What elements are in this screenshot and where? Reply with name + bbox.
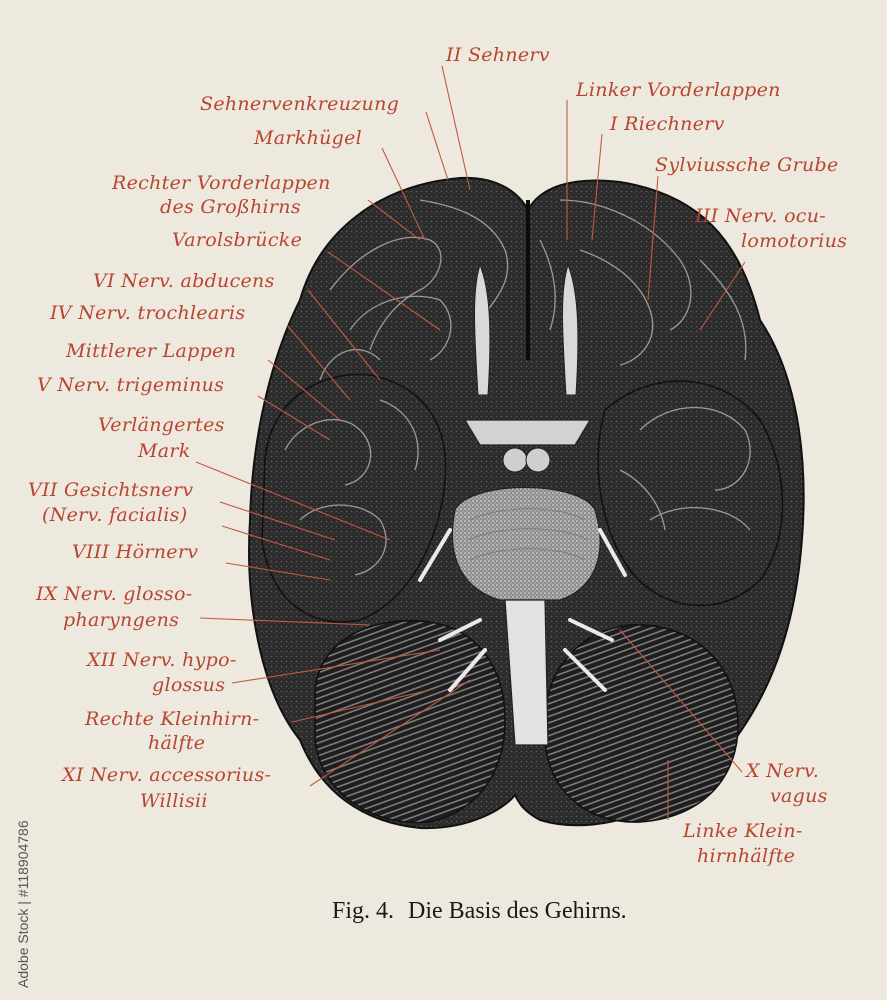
label-rechte-kleinhirnhaelfte: Rechte Kleinhirn- [85, 708, 260, 730]
leader-line [286, 324, 351, 401]
label-hypoglossus-2: glossus [152, 674, 226, 696]
label-verlaengertes-mark: Verlängertes [98, 414, 225, 436]
leader-line [367, 199, 421, 241]
label-hoernerv: VIII Hörnerv [72, 541, 199, 563]
label-glossopharyngeus-2: pharyngens [63, 609, 180, 631]
label-rechte-kleinhirnhaelfte-2: hälfte [148, 732, 206, 754]
label-gesichtsnerv: VII Gesichtsnerv [28, 479, 194, 501]
label-oculomotorius: III Nerv. ocu- [695, 205, 827, 227]
label-verlaengertes-mark-2: Mark [138, 440, 191, 462]
label-oculomotorius-2: lomotorius [741, 230, 848, 252]
label-rechter-vorderlappen: Rechter Vorderlappen [112, 172, 331, 194]
label-hypoglossus: XII Nerv. hypo- [87, 649, 237, 671]
label-linke-kleinhirnhaelfte-2: hirnhälfte [697, 845, 796, 867]
leader-line [221, 525, 331, 561]
leader-line [309, 679, 471, 787]
label-trigeminus: V Nerv. trigeminus [37, 374, 225, 396]
frontal-gyri [319, 199, 747, 381]
leader-line [199, 617, 371, 626]
leader-line [267, 359, 341, 421]
label-vagus: X Nerv. [746, 760, 820, 782]
leader-line [195, 461, 391, 541]
cerebellum [314, 620, 739, 824]
leader-lines [195, 65, 746, 820]
label-rechter-vorderlappen-2: des Großhirns [160, 196, 301, 218]
label-mittlerer-lappen: Mittlerer Lappen [66, 340, 237, 362]
brainstem [418, 419, 627, 746]
leader-line [231, 649, 441, 684]
temporal-lobes [261, 373, 784, 623]
label-linker-vorderlappen: Linker Vorderlappen [576, 79, 781, 101]
label-linke-kleinhirnhaelfte: Linke Klein- [683, 820, 803, 842]
leader-line [225, 562, 331, 581]
label-glossopharyngeus: IX Nerv. glosso- [36, 583, 193, 605]
leader-line [647, 175, 659, 301]
label-trochlearis: IV Nerv. trochlearis [50, 302, 246, 324]
olfactory-tracts [474, 263, 579, 396]
stock-id-text: Adobe Stock | #118904786 [15, 820, 31, 988]
label-vagus-2: vagus [770, 785, 828, 807]
label-riechnerv: I Riechnerv [610, 113, 725, 135]
label-varolsbruecke: Varolsbrücke [172, 229, 303, 251]
label-sehnervenkreuzung: Sehnervenkreuzung [200, 93, 400, 115]
leader-line [441, 65, 471, 191]
label-abducens: VI Nerv. abducens [93, 270, 275, 292]
leader-line [381, 147, 426, 241]
caption-title: Die Basis des Gehirns. [408, 898, 627, 924]
leader-line [591, 133, 603, 241]
label-gesichtsnerv-2: (Nerv. facialis) [42, 504, 188, 526]
caption-number: Fig. 4. [332, 898, 395, 924]
label-markhuegel: Markhügel [254, 127, 363, 149]
stock-watermark: Adobe Stock | #118904786 [15, 820, 31, 988]
leader-line [699, 261, 746, 331]
label-accessorius: XI Nerv. accessorius- [62, 764, 272, 786]
leader-line [219, 501, 336, 541]
label-sehnerv: II Sehnerv [446, 44, 550, 66]
leader-line [327, 251, 441, 331]
leader-line [425, 111, 449, 181]
leader-line [307, 289, 381, 381]
label-accessorius-2: Willisii [140, 790, 208, 812]
leader-line [291, 689, 431, 723]
label-sylviussche-grube: Sylviussche Grube [655, 154, 839, 176]
leader-line [257, 395, 331, 441]
figure-caption: Fig. 4. Die Basis des Gehirns. [332, 898, 627, 925]
leader-line [619, 629, 743, 773]
